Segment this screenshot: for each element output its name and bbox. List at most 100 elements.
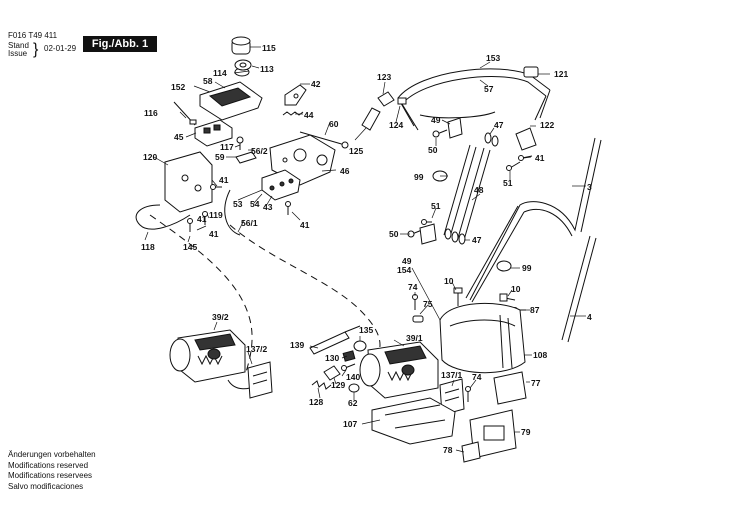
label-46: 46 bbox=[340, 166, 350, 176]
knob-115 bbox=[231, 36, 251, 55]
capacitor-137-1 bbox=[439, 378, 465, 416]
screw-51-lower bbox=[421, 219, 432, 225]
label-114: 114 bbox=[213, 68, 227, 78]
bracket-120 bbox=[164, 151, 213, 213]
figure-label: Fig./Abb. 1 bbox=[83, 36, 157, 52]
clip-78 bbox=[461, 441, 481, 463]
label-57: 57 bbox=[484, 84, 494, 94]
screw-117 bbox=[236, 136, 244, 150]
cable-tie-116 bbox=[173, 101, 197, 126]
lever-42 bbox=[284, 84, 307, 106]
plug-124 bbox=[397, 97, 407, 105]
cable-139 bbox=[309, 325, 361, 355]
label-77: 77 bbox=[531, 378, 541, 388]
label-99-b: 99 bbox=[522, 263, 532, 273]
screw-74-lower bbox=[465, 386, 471, 402]
bracket-122 bbox=[515, 127, 537, 151]
label-48: 48 bbox=[474, 185, 484, 195]
label-78: 78 bbox=[443, 445, 453, 455]
issue-date: 02-01-29 bbox=[44, 44, 77, 53]
label-152: 152 bbox=[171, 82, 185, 92]
motor-39-1 bbox=[359, 341, 439, 399]
label-41-d: 41 bbox=[209, 229, 219, 239]
label-120: 120 bbox=[143, 152, 157, 162]
label-116: 116 bbox=[144, 108, 158, 118]
motor-39-2 bbox=[169, 329, 259, 390]
label-56-2: 56/2 bbox=[251, 146, 268, 156]
leader-lines bbox=[144, 46, 586, 453]
label-41-b: 41 bbox=[197, 214, 207, 224]
bracket-77 bbox=[493, 371, 527, 405]
nut-135 bbox=[353, 340, 367, 352]
label-49-b: 49 bbox=[402, 256, 412, 266]
clamp-49-upper bbox=[447, 117, 463, 139]
label-145: 145 bbox=[183, 242, 197, 252]
note-fr: Modifications reservees bbox=[8, 471, 93, 480]
stand-label: Stand bbox=[8, 41, 29, 50]
label-153: 153 bbox=[486, 53, 500, 63]
label-41-e: 41 bbox=[535, 153, 545, 163]
issue-label: Issue bbox=[8, 49, 28, 58]
label-107: 107 bbox=[343, 419, 357, 429]
label-47-a: 47 bbox=[494, 120, 504, 130]
label-58: 58 bbox=[203, 76, 213, 86]
label-4: 4 bbox=[587, 312, 592, 322]
label-87: 87 bbox=[530, 305, 540, 315]
base-plate-107 bbox=[371, 397, 456, 445]
label-3: 3 bbox=[587, 182, 592, 192]
note-es: Salvo modificaciones bbox=[8, 481, 84, 491]
capacitor-137-2 bbox=[247, 361, 273, 399]
screws-41-lower bbox=[187, 211, 208, 232]
label-140: 140 bbox=[346, 372, 360, 382]
screw-51-upper bbox=[506, 161, 521, 171]
pin-60 bbox=[299, 131, 349, 149]
clip-59 bbox=[235, 151, 257, 164]
label-123: 123 bbox=[377, 72, 391, 82]
label-59: 59 bbox=[215, 152, 225, 162]
label-39-1: 39/1 bbox=[406, 333, 423, 343]
label-75: 75 bbox=[423, 299, 433, 309]
label-47-b: 47 bbox=[472, 235, 482, 245]
clip-129 bbox=[323, 365, 341, 381]
label-60: 60 bbox=[329, 119, 339, 129]
cable-dashed-1 bbox=[229, 224, 381, 361]
screw-125 bbox=[361, 107, 381, 131]
bolt-10-left bbox=[453, 287, 463, 306]
label-41-a: 41 bbox=[219, 175, 229, 185]
label-99-a: 99 bbox=[414, 172, 424, 182]
label-62: 62 bbox=[348, 398, 358, 408]
clamp-49-lower bbox=[419, 223, 437, 245]
label-130: 130 bbox=[325, 353, 339, 363]
screw-41-right bbox=[518, 155, 533, 161]
label-125: 125 bbox=[349, 146, 363, 156]
cable-dashed-2 bbox=[149, 214, 253, 376]
label-74-a: 74 bbox=[408, 282, 418, 292]
label-124: 124 bbox=[389, 120, 403, 130]
label-117: 117 bbox=[220, 142, 234, 152]
label-49-a: 49 bbox=[431, 115, 441, 125]
label-128: 128 bbox=[309, 397, 323, 407]
label-74-b: 74 bbox=[472, 372, 482, 382]
lower-handle-3 bbox=[465, 137, 602, 303]
label-50-b: 50 bbox=[389, 229, 399, 239]
cable-clip-123 bbox=[377, 91, 395, 107]
nut-130 bbox=[342, 350, 356, 362]
label-137-2: 137/2 bbox=[246, 344, 268, 354]
label-41-c: 41 bbox=[300, 220, 310, 230]
screw-140 bbox=[341, 363, 356, 371]
plug-75 bbox=[412, 315, 424, 323]
label-51-b: 51 bbox=[431, 201, 441, 211]
screw-50-upper bbox=[432, 129, 448, 138]
label-53: 53 bbox=[233, 199, 243, 209]
motor-cover-108 bbox=[439, 302, 526, 374]
cable-118 bbox=[135, 204, 191, 230]
nut-113 bbox=[234, 59, 252, 71]
label-79: 79 bbox=[521, 427, 531, 437]
switch-housing-152 bbox=[199, 81, 263, 121]
label-56-1: 56/1 bbox=[241, 218, 258, 228]
label-135: 135 bbox=[359, 325, 373, 335]
note-de: Änderungen vorbehalten bbox=[8, 450, 96, 459]
label-10-b: 10 bbox=[511, 284, 521, 294]
note-en: Modifications reserved bbox=[8, 460, 89, 470]
